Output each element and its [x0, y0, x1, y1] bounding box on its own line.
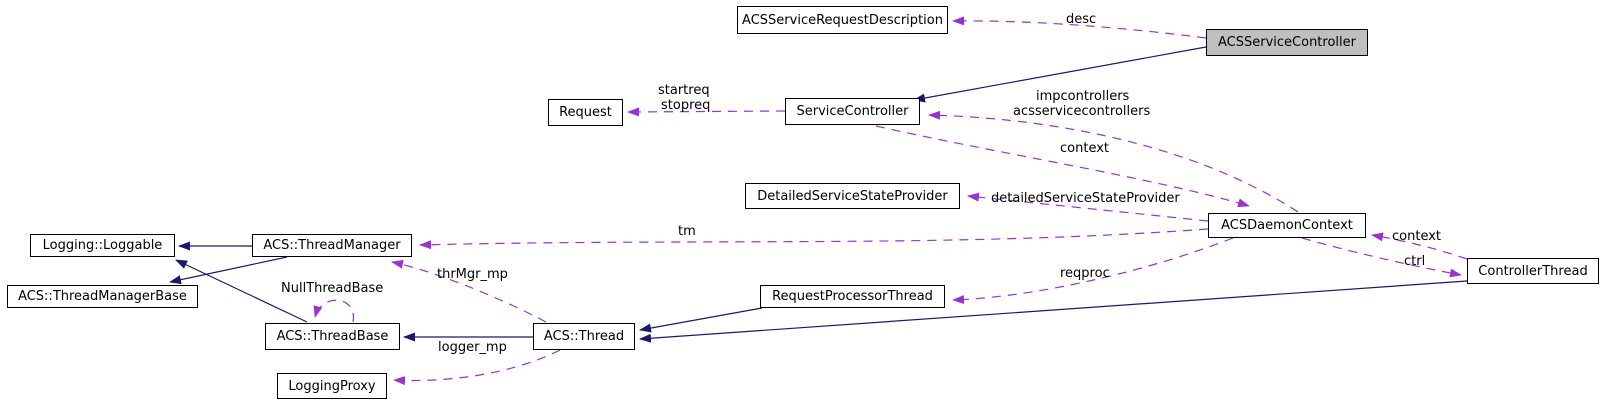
edge-context-lower [1371, 232, 1468, 260]
node-acs-threadmanagerbase[interactable]: ACS::ThreadManagerBase [7, 285, 198, 308]
edge-label-tm: tm [678, 224, 696, 239]
edge-startreq-stopreq [627, 107, 786, 117]
edge-requestprocessorthread-thread [639, 307, 763, 333]
edge-logger-mp [393, 349, 561, 386]
edge-label-context-lower: context [1392, 229, 1441, 244]
edge-label-desc: desc [1066, 12, 1097, 27]
edge-acsservicecontroller-servicecontroller [913, 46, 1207, 103]
edge-label-acsservicecontrollers: acsservicecontrollers [1013, 104, 1151, 119]
node-controllerthread[interactable]: ControllerThread [1467, 258, 1599, 284]
node-request[interactable]: Request [548, 99, 623, 126]
node-acs-thread[interactable]: ACS::Thread [533, 323, 635, 350]
edge-label-reqproc: reqproc [1060, 266, 1110, 281]
node-loggingproxy[interactable]: LoggingProxy [277, 373, 387, 399]
node-acsdaemoncontext[interactable]: ACSDaemonContext [1208, 213, 1366, 238]
node-servicecontroller[interactable]: ServiceController [785, 98, 920, 125]
node-acsservicecontroller[interactable]: ACSServiceController [1206, 29, 1368, 56]
edge-desc [952, 16, 1207, 39]
edge-label-context-upper: context [1060, 141, 1109, 156]
edge-label-thrmgr-mp: thrMgr_mp [437, 267, 508, 282]
node-detailedservicestateprovider[interactable]: DetailedServiceStateProvider [745, 183, 960, 209]
edge-label-ctrl: ctrl [1404, 254, 1426, 269]
edge-threadmanager-threadmanagerbase [169, 256, 288, 285]
node-logging-loggable[interactable]: Logging::Loggable [30, 234, 175, 257]
edge-label-startreq: startreq [658, 83, 710, 98]
edge-label-impcontrollers: impcontrollers [1036, 89, 1130, 104]
node-acs-threadbase[interactable]: ACS::ThreadBase [265, 323, 400, 350]
edge-context-upper [875, 125, 1250, 208]
node-acsservicerequestdescription[interactable]: ACSServiceRequestDescription [737, 6, 948, 34]
edge-impcontrollers [928, 110, 1299, 213]
edge-label-nullthreadbase: NullThreadBase [281, 281, 384, 296]
edge-controllerthread-thread [639, 280, 1468, 343]
edge-label-stopreq: stopreq [661, 98, 711, 113]
edge-threadbase-loggable [175, 259, 308, 323]
node-acs-threadmanager[interactable]: ACS::ThreadManager [252, 234, 412, 257]
edge-label-detailedservicestateprovider: detailedServiceStateProvider [991, 191, 1180, 206]
edge-reqproc [952, 237, 1234, 305]
edge-label-logger-mp: logger_mp [438, 340, 507, 355]
edge-detailedservicestateprovider [967, 192, 1209, 222]
edge-tm [419, 228, 1209, 250]
edge-ctrl [1301, 237, 1462, 278]
edge-nullthreadbase-selfloop [313, 299, 354, 323]
edge-thrmgr-mp [391, 259, 547, 323]
node-requestprocessorthread[interactable]: RequestProcessorThread [760, 285, 945, 308]
